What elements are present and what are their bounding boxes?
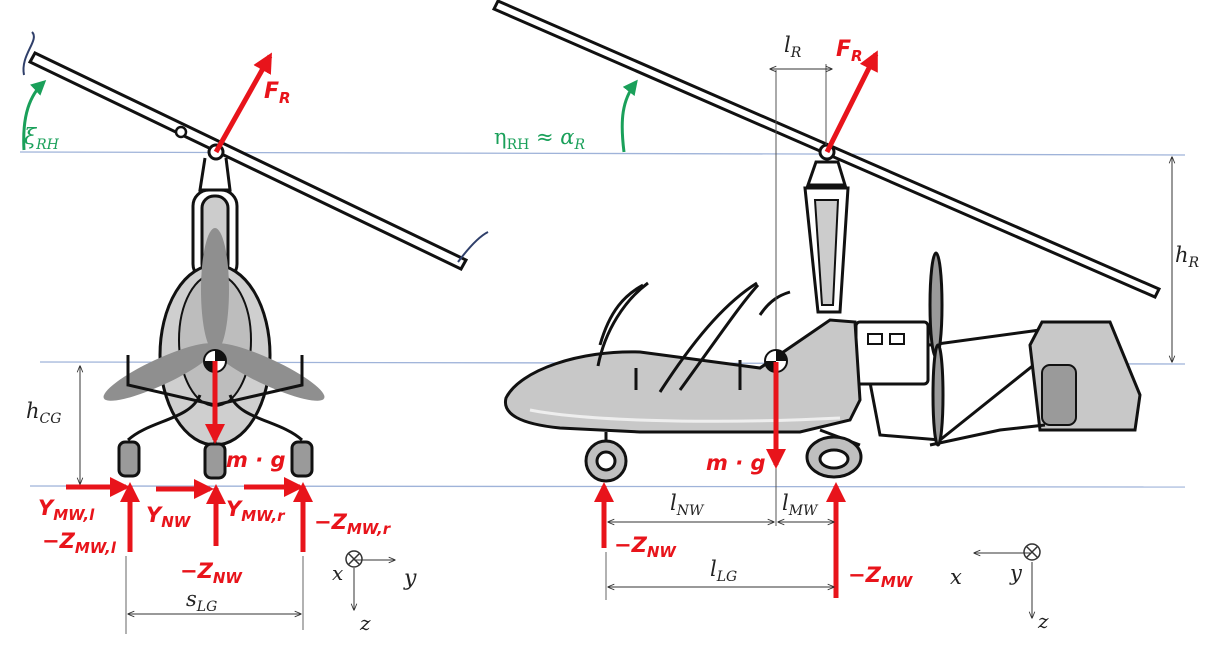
side-angle-arc bbox=[620, 79, 638, 153]
front-angle-label: ξRH bbox=[24, 125, 60, 153]
side-mast bbox=[803, 160, 850, 314]
front-track-label: sLG bbox=[186, 587, 217, 615]
side-fuselage bbox=[503, 318, 862, 434]
rotor-hub-level-line bbox=[19, 151, 1186, 156]
front-axes-indicator: x y z bbox=[332, 550, 417, 635]
front-rotor-blade bbox=[22, 31, 489, 271]
front-angle-arc bbox=[22, 79, 47, 151]
front-view: ξRH FR m · g hCG YMW,l YNW YMW,r −ZMW,l … bbox=[22, 31, 489, 635]
front-axis-x-label: x bbox=[332, 561, 343, 585]
side-into-page-axis-icon bbox=[1023, 543, 1041, 561]
side-axis-x-label: x bbox=[950, 565, 962, 589]
front-rotor-force-arrow bbox=[213, 52, 273, 154]
side-lr-label: lR bbox=[784, 33, 802, 61]
front-z-mw-l-label: −ZMW,l bbox=[42, 529, 117, 557]
side-center-of-gravity-icon bbox=[764, 349, 788, 373]
side-llg-label: lLG bbox=[710, 557, 737, 585]
side-axis-z-label: z bbox=[1037, 609, 1049, 633]
side-angle-label: ηRH ≈ αR bbox=[494, 125, 585, 153]
into-page-axis-icon bbox=[345, 550, 363, 568]
front-axis-y-label: y bbox=[403, 566, 417, 591]
side-z-mw-label: −ZMW bbox=[848, 563, 914, 591]
side-axes-indicator: x y z bbox=[950, 543, 1049, 633]
side-lnw-label: lNW bbox=[670, 491, 705, 519]
side-weight-label: m · g bbox=[706, 451, 766, 475]
side-axis-y-label: y bbox=[1009, 561, 1023, 585]
front-y-nw-label: YNW bbox=[146, 503, 192, 531]
front-hcg-label: hCG bbox=[26, 399, 61, 427]
front-z-nw-label: −ZNW bbox=[180, 559, 243, 587]
side-lmw-label: lMW bbox=[782, 491, 819, 519]
front-z-mw-r-label: −ZMW,r bbox=[314, 510, 392, 538]
side-canopy bbox=[596, 281, 791, 393]
side-view: lR FR ηRH ≈ αR hR m · g −ZNW −ZMW lNW lM… bbox=[491, 0, 1200, 633]
side-hr-label: hR bbox=[1175, 243, 1200, 271]
front-rotor-force-label: FR bbox=[264, 79, 291, 107]
front-y-mw-r-label: YMW,r bbox=[226, 497, 286, 525]
side-engine bbox=[854, 251, 945, 447]
front-axis-z-label: z bbox=[359, 611, 371, 635]
side-z-nw-label: −ZNW bbox=[614, 533, 677, 561]
side-rotor-force-label: FR bbox=[836, 37, 863, 65]
front-weight-label: m · g bbox=[226, 448, 286, 472]
side-rotor-force-arrow bbox=[824, 50, 879, 154]
side-landing-gear bbox=[584, 428, 863, 483]
front-y-mw-l-label: YMW,l bbox=[38, 496, 95, 524]
